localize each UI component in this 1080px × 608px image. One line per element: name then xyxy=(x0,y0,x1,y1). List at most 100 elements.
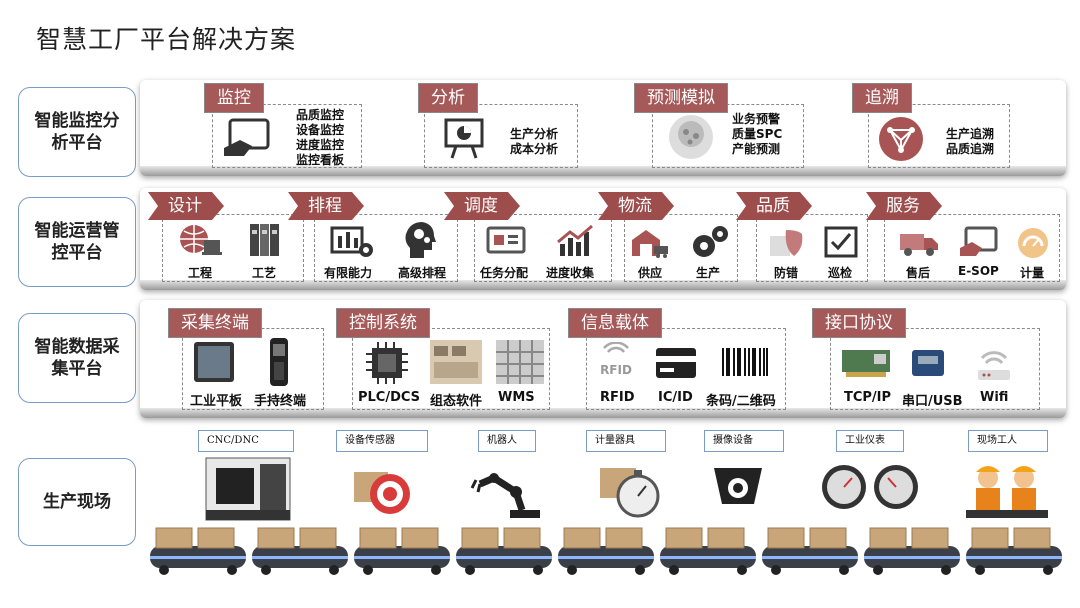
data-label-kongzhi-b: 组态软件 xyxy=(430,394,483,409)
binders-icon xyxy=(250,224,279,256)
ops-label-paicheng-b: 高级排程 xyxy=(398,266,447,280)
control-cabinet-icon xyxy=(430,340,482,384)
ops-group-sheji xyxy=(162,214,304,282)
page-title: 智慧工厂平台解决方案 xyxy=(36,25,297,54)
monitor-group-yuce xyxy=(652,104,804,168)
layer-label-ops: 智能运营管控平台 xyxy=(18,197,136,287)
shield-mistake-proof-icon xyxy=(770,230,803,256)
layer-label-data: 智能数据采集平台 xyxy=(18,313,136,403)
data-label-jiekou-c: Wifi xyxy=(980,390,1009,405)
ops-tag-paicheng: 排程 xyxy=(288,192,364,220)
progress-chart-icon xyxy=(557,224,593,256)
ops-label-diaodu-a: 任务分配 xyxy=(480,266,529,280)
data-tag-jiekou: 接口协议 xyxy=(812,308,906,338)
data-label-xinxi-b: IC/ID xyxy=(658,390,693,405)
data-label-jiekou-b: 串口/USB xyxy=(902,394,963,409)
data-group-jiekou xyxy=(830,328,1040,410)
ops-label-wuliu-b: 生产 xyxy=(696,266,721,280)
ops-group-wuliu xyxy=(624,214,738,282)
ops-label-fuwu-c: 计量 xyxy=(1020,266,1045,280)
presentation-chart-icon xyxy=(444,118,484,159)
serial-adapter-icon xyxy=(912,350,944,376)
data-tag-caiji: 采集终端 xyxy=(168,308,262,338)
ops-label-wuliu-a: 供应 xyxy=(638,266,663,280)
ops-group-paicheng xyxy=(314,214,458,282)
layer-label-field: 生产现场 xyxy=(18,458,136,546)
ops-group-pinzhi xyxy=(756,214,868,282)
data-label-caiji-a: 工业平板 xyxy=(190,394,243,409)
ops-tag-diaodu: 调度 xyxy=(444,192,520,220)
data-label-jiekou-a: TCP/IP xyxy=(844,390,892,405)
trace-network-icon xyxy=(879,117,923,161)
network-card-icon xyxy=(842,350,890,377)
wifi-router-icon xyxy=(978,351,1010,380)
stopwatch-icon xyxy=(600,468,660,518)
ops-group-fuwu xyxy=(884,214,1060,282)
monitor-screen-icon xyxy=(224,118,270,156)
data-label-xinxi-a: RFID xyxy=(600,390,635,405)
ops-label-pinzhi-a: 防错 xyxy=(774,266,799,280)
ops-label-diaodu-b: 进度收集 xyxy=(546,266,595,280)
monitor-tag-fenxi: 分析 xyxy=(418,83,478,113)
field-label-gauge: 工业仪表 xyxy=(836,430,904,452)
monitor-group-fenxi xyxy=(424,104,578,168)
chip-icon xyxy=(366,342,408,384)
conveyor-belt xyxy=(150,527,1062,575)
field-label-cnc: CNC/DNC xyxy=(198,430,294,452)
ops-tag-sheji: 设计 xyxy=(148,192,224,220)
data-label-kongzhi-a: PLC/DCS xyxy=(358,390,421,405)
ops-group-diaodu xyxy=(474,214,612,282)
monitor-list-jiankong: 品质监控设备监控 进度监控监控看板 xyxy=(296,108,345,167)
robot-arm-icon xyxy=(470,473,540,518)
warehouse-rack-icon xyxy=(496,340,544,384)
checklist-icon xyxy=(824,226,858,258)
esop-screen-icon xyxy=(960,226,998,256)
task-screen-icon xyxy=(486,226,526,254)
gears-icon xyxy=(693,226,728,257)
data-group-xinxi xyxy=(586,328,786,410)
monitor-group-jiankong xyxy=(212,104,362,168)
sensor-target-icon xyxy=(354,472,410,514)
svg-text:RFID: RFID xyxy=(600,363,632,377)
warehouse-icon xyxy=(632,230,668,258)
card-icon xyxy=(656,348,696,378)
service-truck-icon xyxy=(900,234,938,256)
data-tag-kongzhi: 控制系统 xyxy=(336,308,430,338)
field-label-camera: 摄像设备 xyxy=(704,430,784,452)
globe-computer-icon xyxy=(180,225,222,255)
data-label-caiji-b: 手持终端 xyxy=(254,394,307,409)
data-group-kongzhi xyxy=(352,328,550,410)
monitor-list-fenxi: 生产分析成本分析 xyxy=(510,127,559,156)
field-label-metering: 计量器具 xyxy=(586,430,666,452)
monitor-tag-zhuisu: 追溯 xyxy=(852,83,912,113)
field-label-sensor: 设备传感器 xyxy=(336,430,428,452)
ops-tag-pinzhi: 品质 xyxy=(736,192,812,220)
data-tag-xinxi: 信息载体 xyxy=(568,308,662,338)
monitor-list-zhuisu: 生产追溯品质追溯 xyxy=(946,127,995,156)
brain-head-icon xyxy=(669,115,713,159)
ops-tag-wuliu: 物流 xyxy=(598,192,674,220)
data-label-xinxi-c: 条码/二维码 xyxy=(706,394,776,409)
ops-label-sheji-a: 工程 xyxy=(188,266,213,280)
field-label-worker: 现场工人 xyxy=(968,430,1048,452)
field-label-robot: 机器人 xyxy=(478,430,536,452)
monitor-tag-jiankong: 监控 xyxy=(204,83,264,113)
ops-tag-fuwu: 服务 xyxy=(866,192,942,220)
camera-icon xyxy=(714,468,762,504)
ops-label-pinzhi-b: 巡检 xyxy=(828,266,853,280)
monitor-group-zhuisu xyxy=(868,104,1010,168)
cnc-machine-icon xyxy=(205,457,291,521)
meter-gauge-icon xyxy=(1018,228,1048,258)
industrial-gauges-icon xyxy=(822,465,918,509)
ops-label-paicheng-a: 有限能力 xyxy=(324,266,373,280)
ops-label-fuwu-b: E-SOP xyxy=(958,264,999,278)
data-label-kongzhi-c: WMS xyxy=(498,390,535,405)
industrial-tablet-icon xyxy=(194,342,234,382)
rfid-icon: RFID xyxy=(600,342,632,377)
head-gears-icon xyxy=(405,222,436,258)
capacity-gear-icon xyxy=(330,226,373,257)
monitor-tag-yuce: 预测模拟 xyxy=(634,83,728,113)
ops-label-sheji-b: 工艺 xyxy=(252,266,277,280)
barcode-icon xyxy=(722,348,768,376)
